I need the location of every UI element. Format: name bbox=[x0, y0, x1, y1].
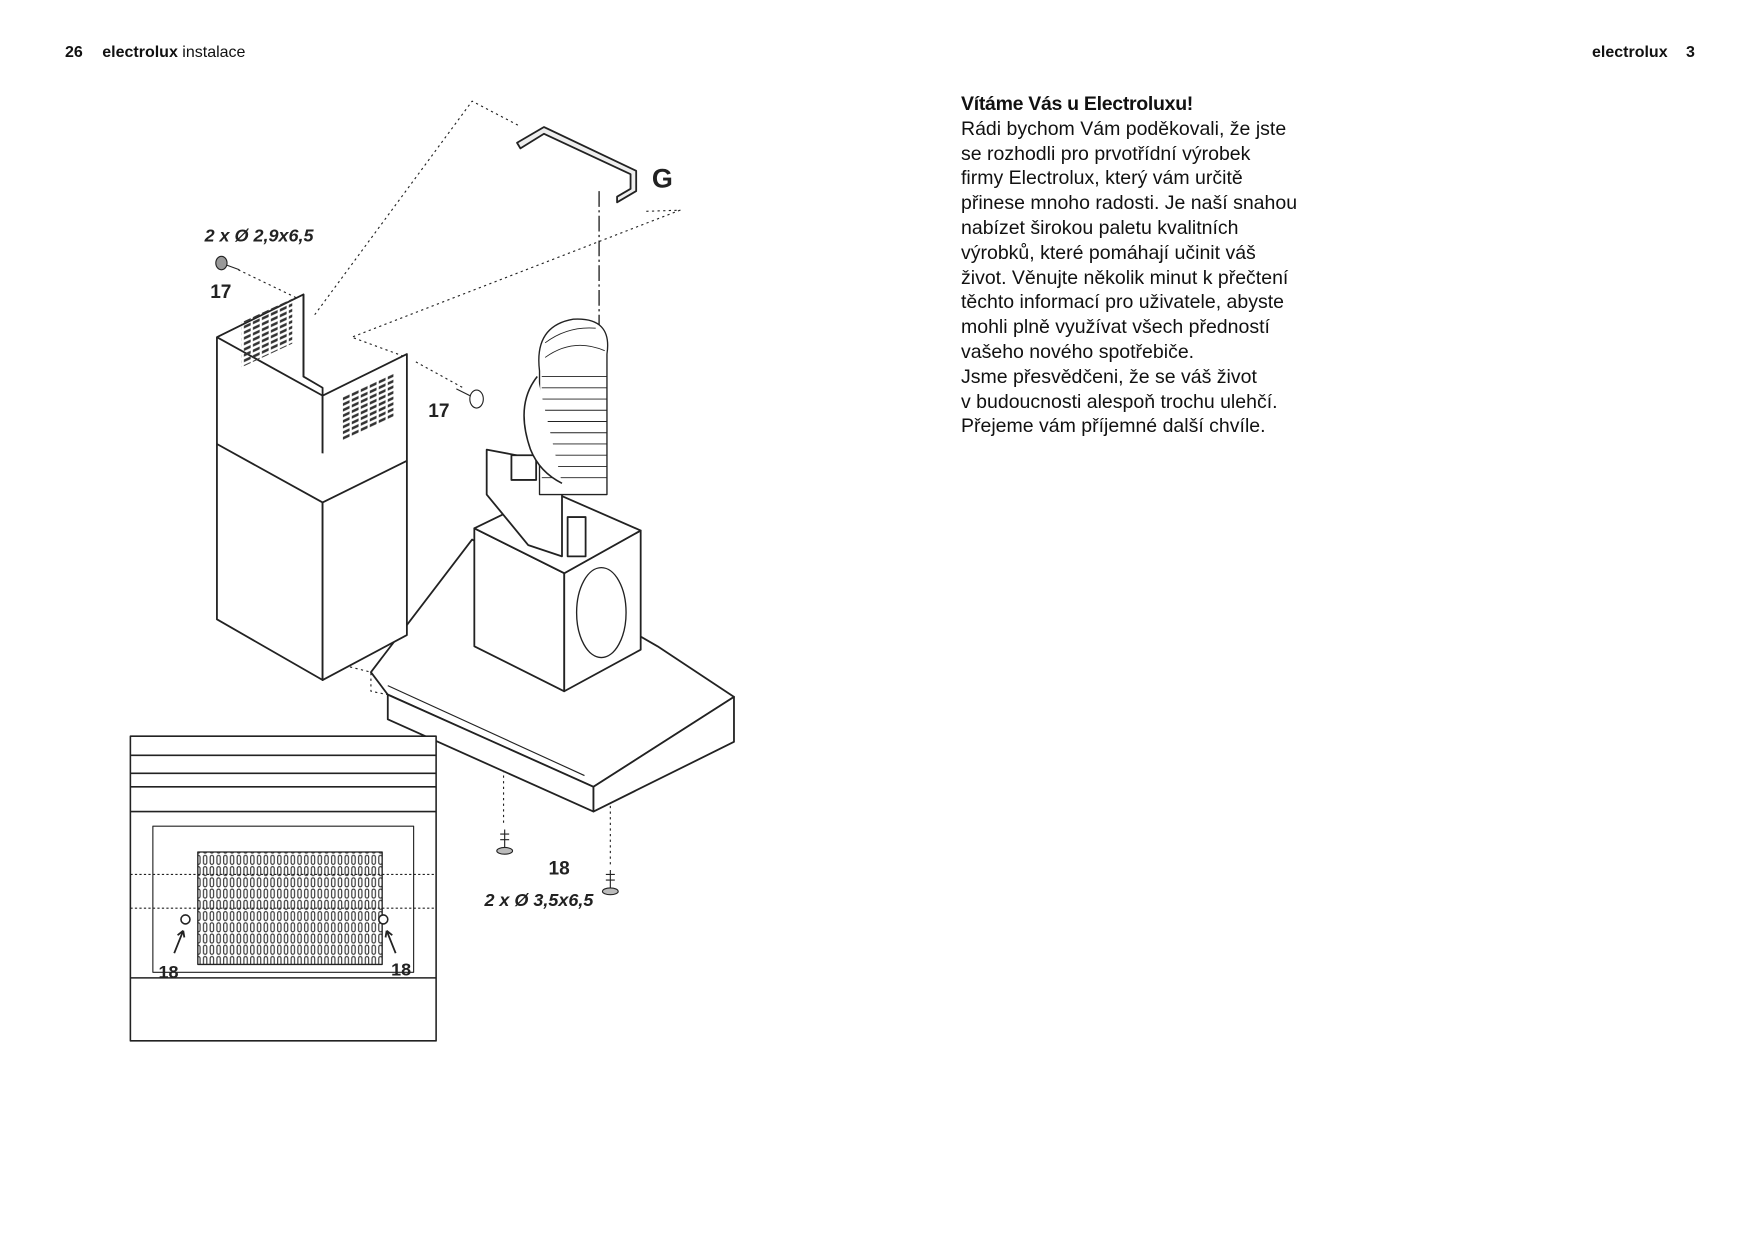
bracket-g bbox=[516, 126, 638, 204]
screw-icon bbox=[496, 829, 514, 855]
part-label-17: 17 bbox=[428, 401, 449, 422]
chimney bbox=[216, 293, 408, 681]
flexible-duct bbox=[523, 318, 609, 496]
screw-icon bbox=[215, 255, 240, 271]
page-header-left: 26 electrolux instalace bbox=[65, 44, 245, 62]
brand-name: electrolux bbox=[102, 44, 178, 61]
part-label-18: 18 bbox=[549, 858, 571, 879]
screw-spec-top: 2 x Ø 2,9x6,5 bbox=[204, 226, 315, 246]
inset-label-18-right: 18 bbox=[391, 960, 411, 980]
welcome-text: Vítáme Vás u Electroluxu! Rádi bychom Vá… bbox=[961, 92, 1381, 439]
page-number: 3 bbox=[1686, 44, 1695, 61]
screw-icon bbox=[601, 869, 619, 896]
part-label-17: 17 bbox=[210, 282, 231, 303]
brand-name: electrolux bbox=[1592, 44, 1668, 61]
part-label-g: G bbox=[652, 164, 673, 194]
screw-spec-bottom: 2 x Ø 3,5x6,5 bbox=[483, 890, 594, 910]
page-header-right: electrolux 3 bbox=[1592, 44, 1695, 62]
screw-icon bbox=[456, 388, 484, 409]
welcome-body: Rádi bychom Vám poděkovali, že jste se r… bbox=[961, 117, 1298, 438]
motor-box bbox=[473, 448, 642, 693]
welcome-title: Vítáme Vás u Electroluxu! bbox=[961, 93, 1193, 115]
section-name: instalace bbox=[182, 44, 246, 61]
page-number: 26 bbox=[65, 44, 83, 61]
inset-detail bbox=[129, 735, 437, 1042]
inset-label-18-left: 18 bbox=[158, 962, 178, 982]
